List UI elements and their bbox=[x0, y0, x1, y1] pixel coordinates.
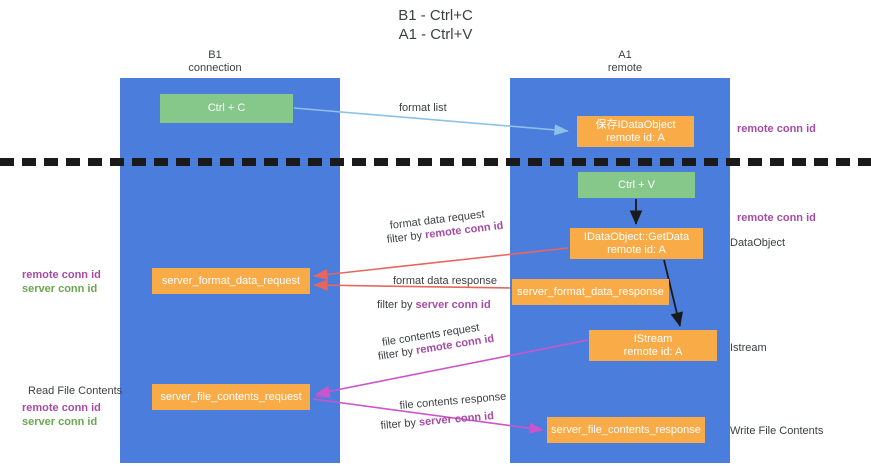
arrow-label-format-list: format list bbox=[399, 102, 447, 114]
diagram-title: B1 - Ctrl+C A1 - Ctrl+V bbox=[0, 6, 871, 44]
node-istream-label: IStream bbox=[633, 332, 673, 345]
node-ctrl-v[interactable]: Ctrl + V bbox=[578, 172, 695, 198]
node-server-file-contents-response[interactable]: server_file_contents_response bbox=[547, 417, 705, 443]
annotation-left-server-conn-id-2: server conn id bbox=[22, 416, 98, 428]
column-header-a1-name: A1 bbox=[618, 49, 632, 61]
title-line-1: B1 - Ctrl+C bbox=[398, 7, 473, 24]
annotation-remote-conn-id-top: remote conn id bbox=[737, 123, 816, 135]
annotation-write-file-contents: Write File Contents bbox=[730, 425, 824, 437]
arrow-label-format-data-response-filter: filter by server conn id bbox=[377, 298, 491, 312]
annotation-left-server-conn-id: server conn id bbox=[22, 283, 98, 295]
node-ctrl-c-label: Ctrl + C bbox=[207, 102, 246, 114]
annotation-dataobject: DataObject bbox=[730, 237, 786, 249]
arrow-label-format-data-response: format data response bbox=[393, 275, 497, 287]
node-getdata-sub: remote id: A bbox=[607, 243, 666, 256]
node-server-file-contents-response-label: server_file_contents_response bbox=[551, 423, 701, 436]
annotation-left-remote-conn-id: remote conn id bbox=[22, 269, 101, 281]
filter-prefix: filter by bbox=[377, 299, 416, 311]
annotation-left-conn-ids-lower: remote conn id server conn id bbox=[22, 401, 101, 429]
node-idataobject-sub: remote id: A bbox=[606, 131, 665, 144]
node-istream[interactable]: IStream remote id: A bbox=[589, 330, 717, 361]
annotation-left-remote-conn-id-2: remote conn id bbox=[22, 402, 101, 414]
node-server-format-data-response[interactable]: server_format_data_response bbox=[512, 279, 669, 305]
node-idataobject-label: 保存IDataObject bbox=[595, 118, 676, 131]
node-idataobject-getdata[interactable]: IDataObject::GetData remote id: A bbox=[570, 228, 703, 259]
node-server-format-data-response-label: server_format_data_response bbox=[517, 285, 664, 298]
annotation-remote-conn-id-mid: remote conn id bbox=[737, 212, 816, 224]
column-header-a1-role: remote bbox=[607, 62, 643, 74]
column-header-a1: A1 remote bbox=[550, 49, 700, 75]
node-server-file-contents-request-label: server_file_contents_request bbox=[160, 390, 302, 403]
filter-prefix: filter by bbox=[386, 229, 426, 246]
annotation-left-conn-ids-upper: remote conn id server conn id bbox=[22, 268, 101, 296]
column-header-b1-role: connection bbox=[188, 62, 242, 74]
filter-key-server-conn-id: server conn id bbox=[415, 299, 491, 311]
arrow-label-file-contents-response-filter: filter by server conn id bbox=[380, 409, 495, 433]
node-server-format-data-request-label: server_format_data_request bbox=[161, 274, 301, 287]
filter-prefix: filter by bbox=[380, 416, 420, 432]
node-getdata-label: IDataObject::GetData bbox=[583, 230, 690, 243]
node-server-format-data-request[interactable]: server_format_data_request bbox=[152, 268, 310, 294]
node-server-file-contents-request[interactable]: server_file_contents_request bbox=[152, 384, 310, 410]
filter-key-server-conn-id: server conn id bbox=[418, 410, 495, 429]
node-ctrl-c[interactable]: Ctrl + C bbox=[160, 94, 293, 123]
title-line-2: A1 - Ctrl+V bbox=[398, 26, 473, 43]
node-idataobject[interactable]: 保存IDataObject remote id: A bbox=[577, 116, 694, 147]
column-header-b1-name: B1 bbox=[208, 49, 222, 61]
node-ctrl-v-label: Ctrl + V bbox=[618, 178, 655, 191]
annotation-istream: Istream bbox=[730, 342, 767, 354]
phase-divider bbox=[0, 158, 871, 166]
column-header-b1: B1 connection bbox=[150, 49, 280, 75]
annotation-read-file-contents: Read File Contents bbox=[28, 385, 123, 397]
node-istream-sub: remote id: A bbox=[623, 345, 683, 358]
